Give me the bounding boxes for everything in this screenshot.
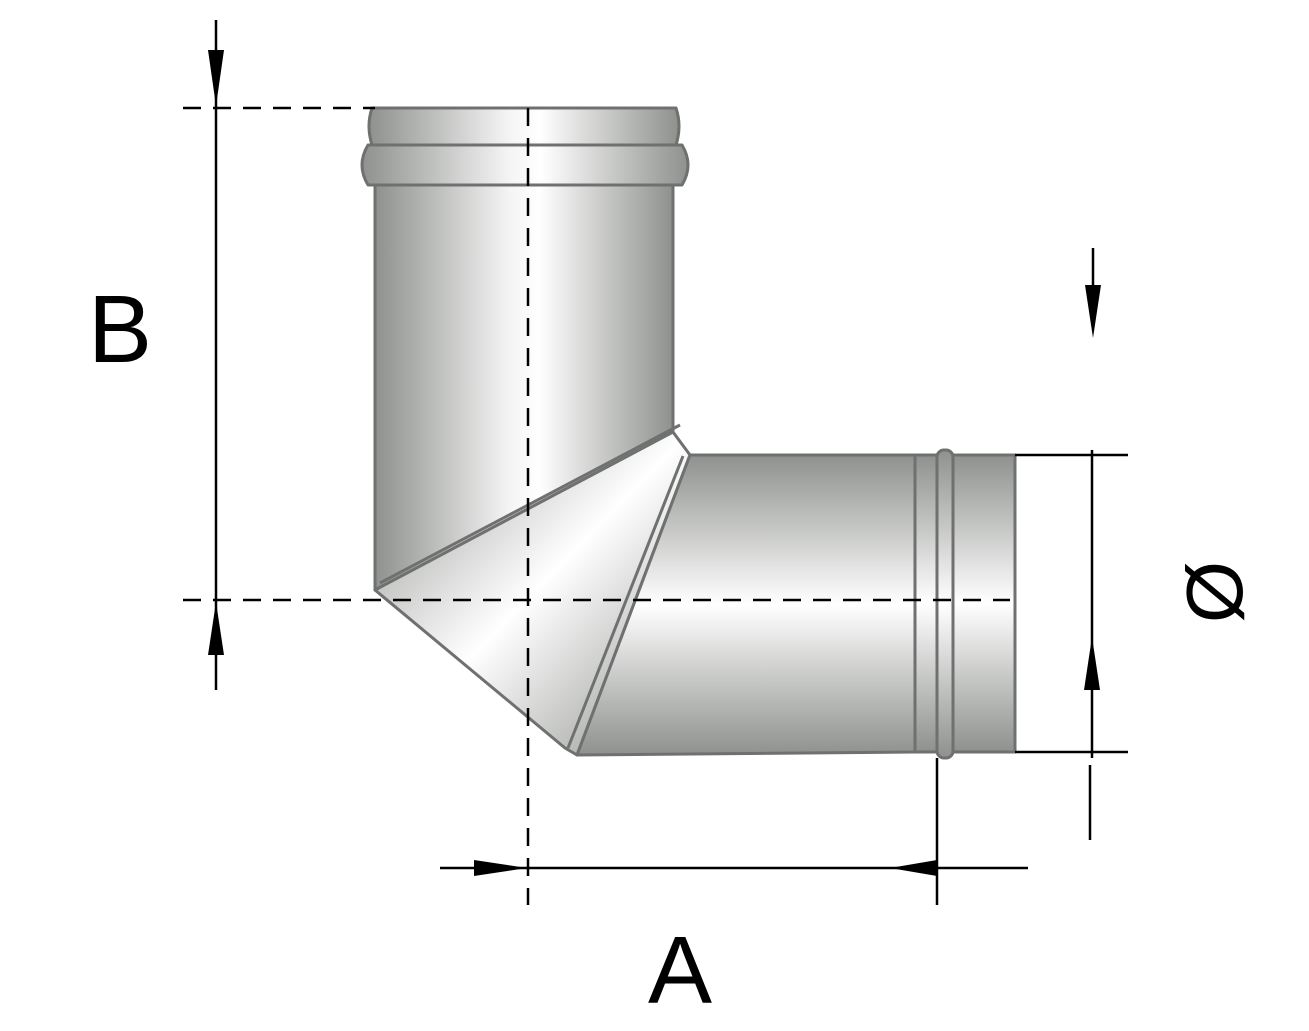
vertical-pipe-section xyxy=(360,106,690,592)
arrow-down-icon xyxy=(208,50,224,106)
arrow-up-icon xyxy=(1084,637,1100,690)
arrow-left-icon xyxy=(890,860,937,876)
arrow-down-icon xyxy=(1085,285,1101,338)
dimension-a-label: A xyxy=(648,917,712,1024)
dimension-b: B xyxy=(88,20,224,690)
arrow-up-icon xyxy=(208,602,224,655)
dimension-b-label: B xyxy=(88,276,152,383)
horizontal-pipe-section xyxy=(575,448,1017,760)
arrow-right-icon xyxy=(474,860,527,876)
diameter-label: Ø xyxy=(1170,561,1259,623)
dimension-diameter: Ø xyxy=(1015,248,1259,840)
dimension-a: A xyxy=(440,758,1028,1024)
